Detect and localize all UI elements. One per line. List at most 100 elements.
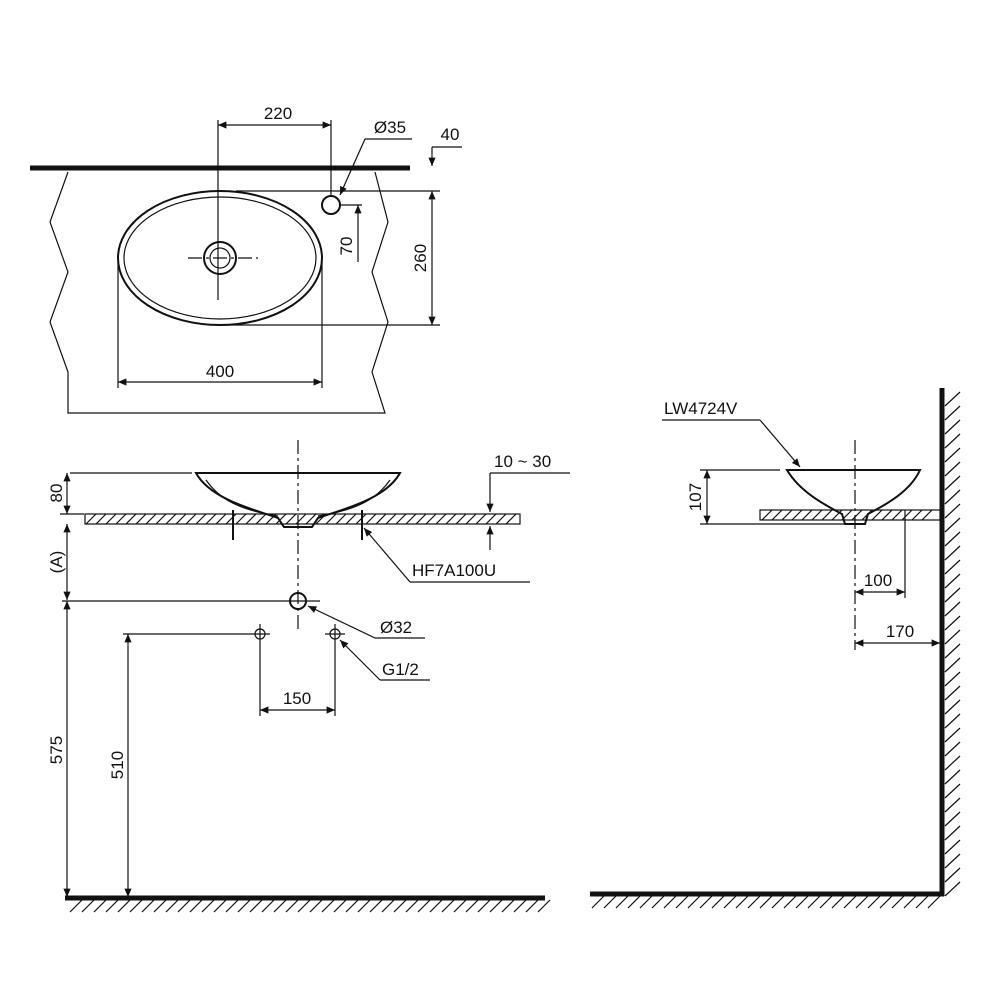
hatch-line [944,391,961,407]
hatch-line [944,713,961,729]
hatch-line [501,899,515,913]
front-view: 80 (A) 575 510 150 Ø32 G1/2 HF7A100U 10 … [47,440,570,913]
hatch-line [275,513,287,525]
hatch-line [345,899,359,913]
hatch-line [513,899,527,913]
hatch-line [435,513,447,525]
hatch-line [225,899,239,913]
basin-profile-side [785,469,922,525]
dim-counter-thickness: 10 ~ 30 [494,452,551,471]
hatch-line [944,643,961,659]
hatch-line [325,513,337,525]
hatch-line [801,509,813,521]
hatch-line [944,755,961,771]
hatch-line [867,895,881,909]
side-view: 107 LW4724V 100 170 [590,388,961,909]
hatch-line [944,671,961,687]
hatch-line [944,685,961,701]
hatch-line [455,513,467,525]
dim-supply: G1/2 [382,660,419,679]
dim-400: 400 [206,362,234,381]
hatch-line [105,899,119,913]
hatch-line [771,509,783,521]
hatch-line [95,513,107,525]
hatch-line [591,895,605,909]
hatch-line [485,513,497,525]
hatch-line [415,513,427,525]
hatch-line [405,513,417,525]
hatch-line [145,513,157,525]
hatch-line [944,489,961,505]
hatch-line [153,899,167,913]
dim-drain: Ø32 [380,618,412,637]
hatch-line [921,509,933,521]
hatch-line [245,513,257,525]
hatch-line [321,899,335,913]
dim-100: 100 [864,571,892,590]
hatch-line [944,727,961,743]
hatch-line [249,899,263,913]
hatch-line [417,899,431,913]
hatch-line [819,895,833,909]
hatch-line [944,447,961,463]
hatch-line [735,895,749,909]
hatch-line [944,545,961,561]
dim-260: 260 [411,244,430,272]
counter-slab-side [759,509,941,521]
hatch-line [357,899,371,913]
hatch-line [425,513,437,525]
hatch-line [505,513,517,525]
hatch-line [944,783,961,799]
hatch-line [441,899,455,913]
top-view: 220 Ø35 40 260 70 400 [30,104,462,414]
drain-outlet-icon [289,592,307,610]
hatch-line [255,513,267,525]
hatch-line [771,895,785,909]
hatch-line [944,573,961,589]
dim-107: 107 [686,483,705,511]
hatch-line [723,895,737,909]
hatch-line [781,509,793,521]
hatch-line [475,513,487,525]
hatch-line [81,899,95,913]
hatch-line [429,899,443,913]
hatch-line [465,899,479,913]
hatch-line [453,899,467,913]
dim-170: 170 [886,622,914,641]
dim-tap-hole: Ø35 [374,118,406,137]
hatch-line [944,601,961,617]
hatch-line [944,531,961,547]
hatch-line [944,503,961,519]
hatch-line [783,895,797,909]
hatch-line [881,509,893,521]
hatch-line [901,509,913,521]
hatch-line [393,899,407,913]
waste-part-label: HF7A100U [412,561,496,580]
hatch-line [285,899,299,913]
hatch-line [165,513,177,525]
hatch-line [944,811,961,827]
hatch-line [215,513,227,525]
hatch-line [603,895,617,909]
hatch-line [369,899,383,913]
hatch-line [944,433,961,449]
hatch-line [821,509,833,521]
counter-slab [84,513,521,525]
hatch-line [489,899,503,913]
hatch-line [225,513,237,525]
hatch-line [135,513,147,525]
hatch-line [915,895,929,909]
hatch-line [141,899,155,913]
hatch-line [639,895,653,909]
model-label: LW4724V [664,399,738,418]
hatch-line [944,405,961,421]
hatch-line [213,899,227,913]
dim-40: 40 [441,125,460,144]
hatch-line [944,699,961,715]
hatch-line [843,895,857,909]
hatch-line [117,899,131,913]
hatch-line [944,839,961,855]
hatch-line [944,881,961,897]
hatch-line [944,629,961,645]
hatch-line [891,895,905,909]
